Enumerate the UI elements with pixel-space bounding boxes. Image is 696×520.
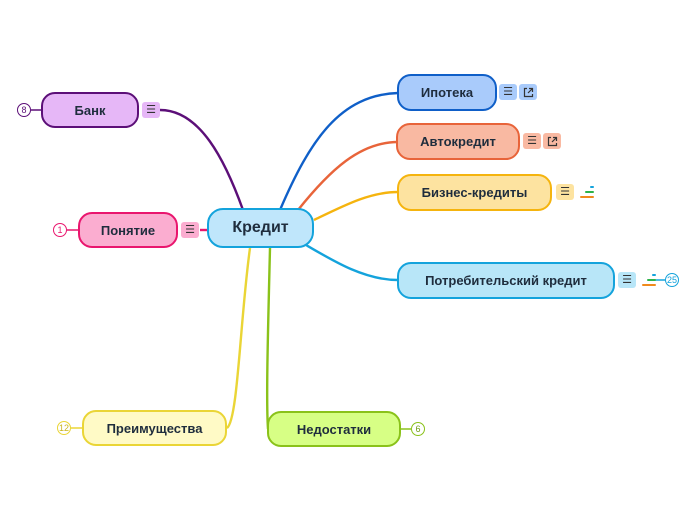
topic-ipoteka-label: Ипотека (420, 85, 474, 100)
connector-consumer (305, 243, 399, 282)
root-label: Кредит (232, 219, 289, 236)
topic-disadvantages-label: Недостатки (296, 421, 372, 437)
topic-ipoteka[interactable]: Ипотека (397, 74, 497, 111)
connector-autokredit (297, 140, 399, 211)
topic-advantages-label: Преимущества (106, 420, 203, 436)
collapsed-children-count[interactable]: 12 (57, 421, 71, 435)
notes-icon[interactable]: ☰ (499, 84, 517, 100)
collapsed-children-count[interactable]: 25 (665, 273, 679, 287)
connector-ipoteka (278, 91, 399, 211)
collapsed-children-count[interactable]: 1 (53, 223, 67, 237)
external-link-icon[interactable] (519, 84, 537, 100)
topic-business-label: Бизнес-кредиты (421, 185, 528, 200)
task-progress-icon (640, 273, 656, 287)
collapsed-children-count[interactable]: 6 (411, 422, 425, 436)
topic-autokredit[interactable]: Автокредит (396, 123, 520, 160)
topic-consumer-credit[interactable]: Потребительский кредит (397, 262, 615, 299)
connector-bank (159, 108, 245, 211)
task-progress-icon (578, 185, 594, 199)
topic-bank[interactable]: Банк (41, 92, 139, 128)
topic-disadvantages[interactable]: Недостатки (267, 411, 401, 447)
external-link-icon[interactable] (543, 133, 561, 149)
topic-advantages[interactable]: Преимущества (82, 410, 227, 446)
connector-business (313, 190, 399, 222)
topic-concept[interactable]: Понятие (78, 212, 178, 248)
notes-icon[interactable]: ☰ (142, 102, 160, 118)
topic-bank-label: Банк (74, 102, 106, 118)
notes-icon[interactable]: ☰ (618, 272, 636, 288)
collapsed-children-count[interactable]: 8 (17, 103, 31, 117)
topic-business-credits[interactable]: Бизнес-кредиты (397, 174, 552, 211)
notes-icon[interactable]: ☰ (181, 222, 199, 238)
topic-autokredit-label: Автокредит (420, 134, 496, 149)
topic-consumer-label: Потребительский кредит (425, 273, 587, 288)
connector-advantages (226, 247, 252, 429)
connector-disadvantages (265, 247, 272, 430)
notes-icon[interactable]: ☰ (523, 133, 541, 149)
root-node[interactable]: Кредит (207, 208, 314, 248)
notes-icon[interactable]: ☰ (556, 184, 574, 200)
topic-concept-label: Понятие (100, 222, 156, 238)
